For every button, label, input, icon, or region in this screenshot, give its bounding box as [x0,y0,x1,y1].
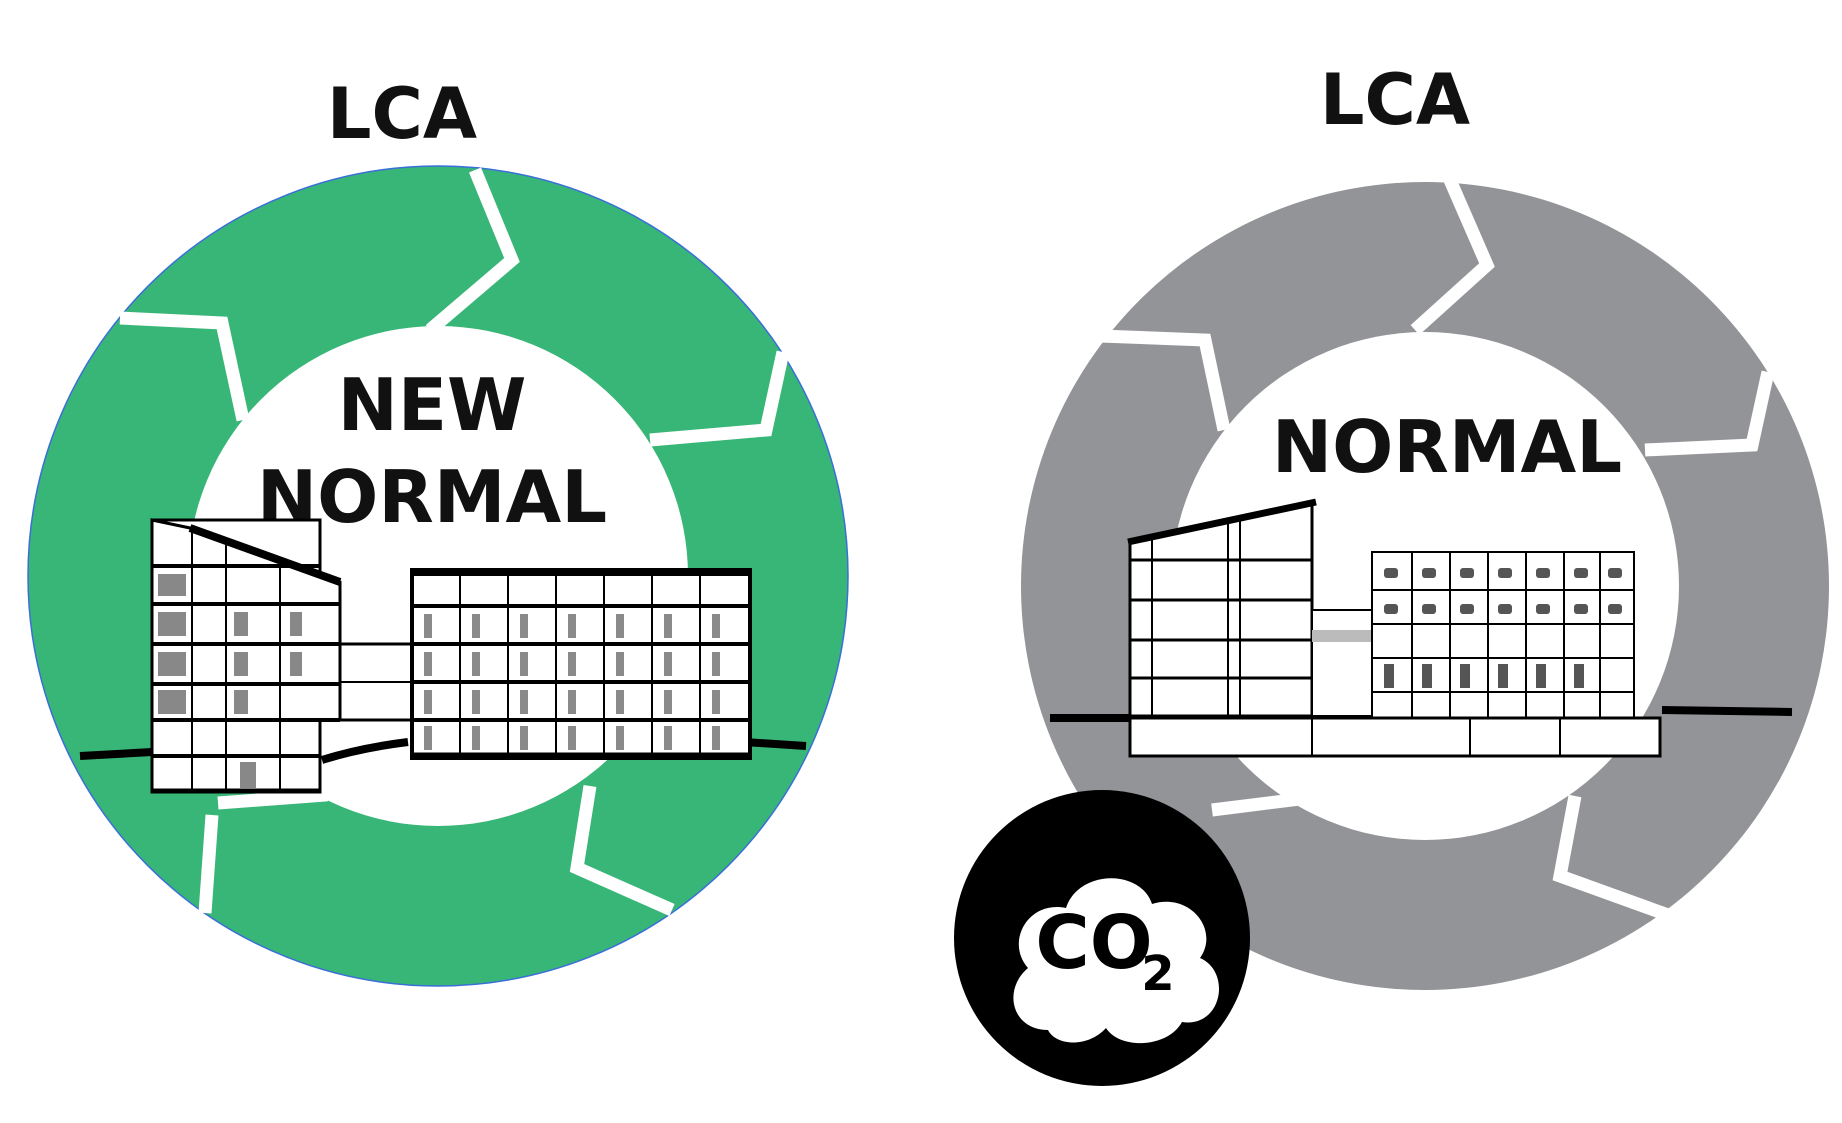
right-plinth [1128,716,1662,758]
left-cycle-arrows [119,167,790,916]
right-title: LCA [1320,59,1470,141]
right-arrow-separator-1 [1410,177,1495,335]
right-block-floors [412,604,750,760]
right-arrow-separator-2 [1099,329,1231,432]
left-arrow-separator-2 [119,311,250,422]
right-arrow-separator-5 [1552,794,1671,922]
left-wing-floors [152,564,340,758]
left-wing-windows [158,574,302,788]
left-ground-line-middle [320,738,409,764]
right-center-label: NORMAL [1272,405,1622,489]
co2-badge: CO 2 [954,790,1250,1086]
left-arrow-separator-4 [217,764,362,810]
left-ground-line-west [79,748,153,760]
right-block-columns [459,572,701,758]
right-tall-block-columns [1151,518,1241,752]
right-low-block-windows [1384,568,1622,688]
right-arrow-separator-4 [1211,780,1329,817]
right-building-section [1050,498,1793,758]
left-building-section [79,518,807,794]
left-wing-columns [191,528,281,790]
left-title: LCA [327,73,477,155]
left-arrow-separator-3 [649,350,790,447]
left-lca-cycle: LCA NEW NORMAL [27,73,849,987]
left-arrow-separator-6 [569,784,675,916]
right-arrow-separator-3 [1644,370,1775,457]
right-block-windows [424,614,720,750]
right-block [410,570,752,760]
co2-label: CO [1035,900,1152,986]
right-tall-block-floors [1130,558,1312,718]
left-arrow-separator-1 [425,167,520,335]
left-center-line1: NEW [338,363,527,447]
right-cycle-arrows [1099,177,1775,922]
right-ground-line-east [1661,706,1793,716]
right-plinth-divisions [1311,718,1561,756]
left-connector [338,642,414,722]
right-lca-cycle: LCA NORMAL [954,59,1829,1086]
left-arrow-separator-5 [198,814,219,914]
right-low-block-floors [1372,589,1634,693]
left-wing-roof [188,524,342,586]
right-tall-block-roof [1127,498,1317,546]
cloud-icon [1013,878,1220,1044]
right-low-block-columns [1411,552,1601,718]
right-connector [1311,609,1373,717]
co2-subscript: 2 [1141,946,1174,1002]
left-ground-line-east [743,738,807,750]
